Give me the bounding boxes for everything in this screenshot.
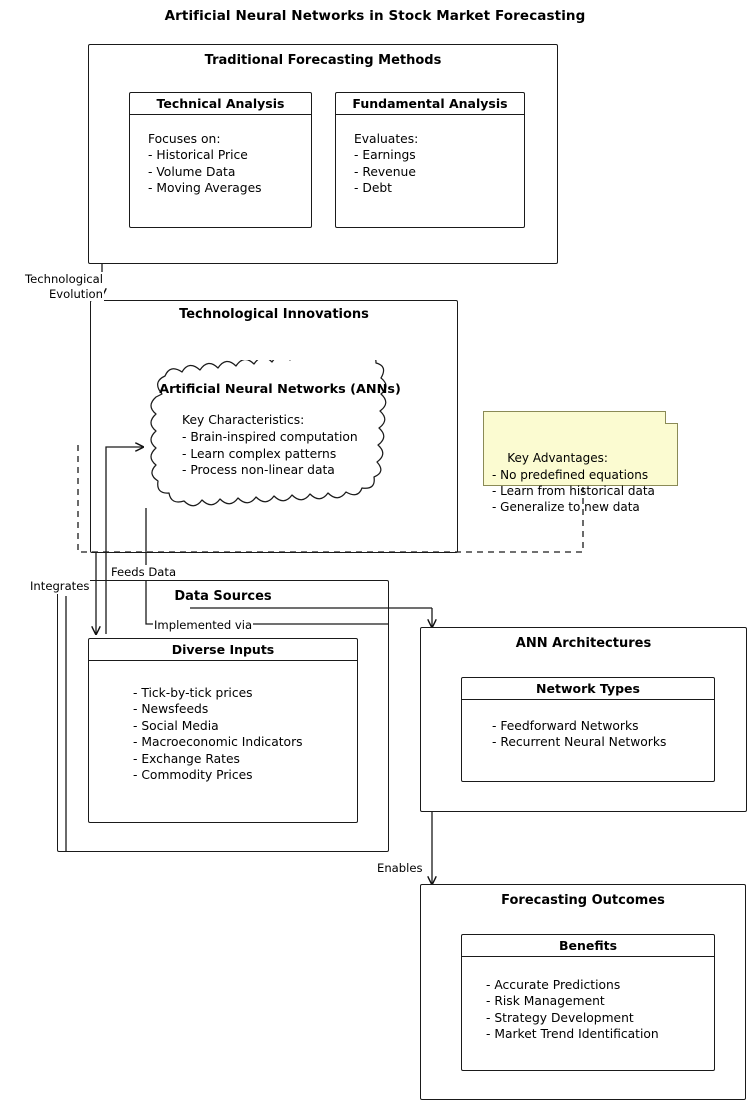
cloud-body: Key Characteristics: - Brain-inspired co…	[182, 413, 358, 478]
subbox-title-fundamental-analysis: Fundamental Analysis	[336, 93, 524, 115]
subbox-title-benefits: Benefits	[462, 935, 714, 957]
subbox-title-technical-analysis: Technical Analysis	[130, 93, 311, 115]
subbox-title-diverse-inputs: Diverse Inputs	[89, 639, 357, 661]
subbox-title-network-types: Network Types	[462, 678, 714, 700]
edge-label-integrates: Integrates	[29, 579, 91, 594]
cloud-artificial-neural-networks[interactable]: Artificial Neural Networks (ANNs) Key Ch…	[136, 360, 424, 515]
subbox-body-diverse-inputs: - Tick-by-tick prices - Newsfeeds - Soci…	[133, 686, 303, 783]
note-text: Key Advantages: - No predefined equation…	[492, 451, 655, 515]
subbox-body-benefits: - Accurate Predictions - Risk Management…	[486, 978, 659, 1042]
group-forecasting-outcomes[interactable]: Forecasting Outcomes	[420, 884, 746, 1100]
cloud-shape	[150, 360, 387, 507]
note-key-advantages[interactable]: Key Advantages: - No predefined equation…	[483, 411, 678, 514]
group-traditional-forecasting-methods[interactable]: Traditional Forecasting Methods	[88, 44, 558, 264]
cloud-title: Artificial Neural Networks (ANNs)	[159, 382, 401, 397]
subbox-diverse-inputs[interactable]: Diverse Inputs - Tick-by-tick prices - N…	[88, 638, 358, 823]
subbox-benefits[interactable]: Benefits - Accurate Predictions - Risk M…	[461, 934, 715, 1071]
group-title-data-sources: Data Sources	[174, 589, 272, 604]
subbox-fundamental-analysis[interactable]: Fundamental Analysis Evaluates: - Earnin…	[335, 92, 525, 228]
edge-label-technological-evolution: Technological Evolution	[6, 272, 104, 302]
edge-label-feeds-data: Feeds Data	[110, 565, 178, 580]
group-title-traditional: Traditional Forecasting Methods	[204, 53, 442, 68]
group-technological-innovations[interactable]: Technological Innovations	[90, 300, 458, 553]
group-title-innovations: Technological Innovations	[179, 307, 369, 322]
edge-label-enables: Enables	[376, 861, 424, 876]
note-fold-corner-icon	[665, 411, 678, 424]
page-title: Artificial Neural Networks in Stock Mark…	[164, 8, 586, 24]
group-ann-architectures[interactable]: ANN Architectures	[420, 627, 747, 812]
group-title-forecasting-outcomes: Forecasting Outcomes	[501, 893, 665, 908]
subbox-body-fundamental-analysis: Evaluates: - Earnings - Revenue - Debt	[354, 132, 419, 196]
subbox-body-technical-analysis: Focuses on: - Historical Price - Volume …	[148, 132, 262, 196]
subbox-network-types[interactable]: Network Types - Feedforward Networks - R…	[461, 677, 715, 782]
subbox-technical-analysis[interactable]: Technical Analysis Focuses on: - Histori…	[129, 92, 312, 228]
group-data-sources[interactable]: Data Sources	[57, 580, 389, 852]
group-title-ann-architectures: ANN Architectures	[515, 636, 652, 651]
edge-label-implemented-via: Implemented via	[153, 618, 254, 633]
subbox-body-network-types: - Feedforward Networks - Recurrent Neura…	[492, 719, 667, 750]
